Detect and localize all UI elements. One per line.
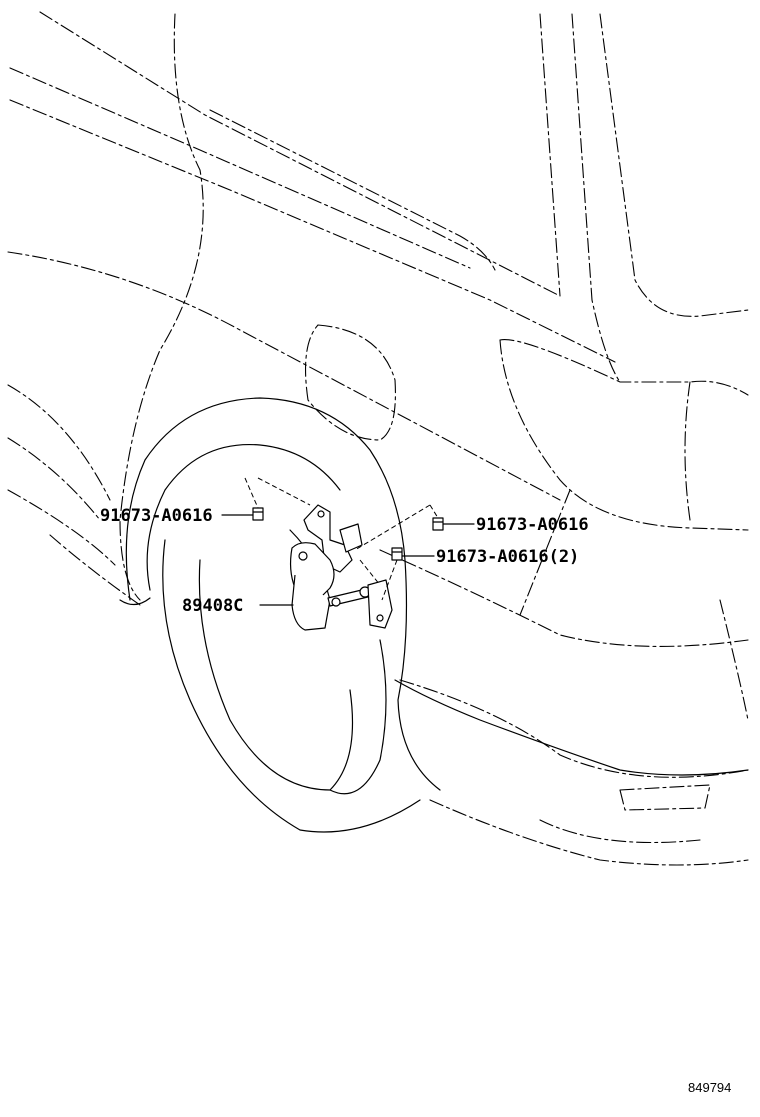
assembly-guide-lines [244, 477, 439, 601]
bolt-left-icon [252, 507, 264, 521]
height-control-sensor [289, 504, 393, 631]
figure-number: 849794 [688, 1080, 731, 1095]
bolt-right-icon [432, 517, 444, 531]
callout-bolt-right-lower: 91673-A0616(2) [436, 547, 579, 567]
wheel-arch [119, 397, 441, 833]
callout-height-sensor: 89408C [182, 596, 243, 616]
leader-lines [221, 514, 475, 606]
bolt-right-lower-icon [391, 547, 403, 561]
vehicle-body-outline [7, 11, 749, 866]
callout-bolt-right: 91673-A0616 [476, 515, 589, 535]
callout-bolt-left: 91673-A0616 [100, 506, 213, 526]
